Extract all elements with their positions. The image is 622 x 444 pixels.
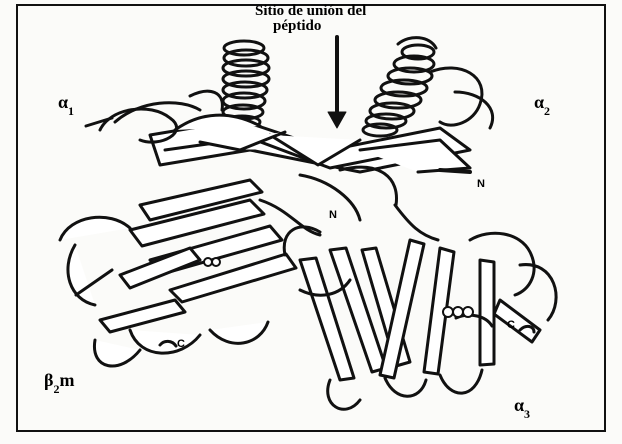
annotation-line2: péptido: [273, 18, 321, 35]
alpha3-domain: [300, 240, 540, 380]
alpha2-symbol: α: [534, 92, 544, 112]
c-terminus-left: C: [177, 338, 185, 350]
beta2m-suffix: m: [59, 370, 74, 390]
alpha2-label: α2: [534, 92, 550, 117]
alpha3-subscript: 3: [524, 407, 530, 421]
alpha3-symbol: α: [514, 395, 524, 415]
beta2m-label: β2m: [44, 370, 74, 395]
beta-sheet-platform: [150, 115, 470, 172]
beta2m-subscript: 2: [53, 382, 59, 396]
c-terminus-right: C: [507, 319, 515, 331]
alpha2-helix: [363, 45, 434, 136]
alpha1-label: α1: [58, 92, 74, 117]
binding-site-arrow: [328, 37, 346, 128]
alpha3-label: α3: [514, 395, 530, 420]
n-terminus-upper: N: [477, 178, 485, 190]
connecting-loops: [260, 167, 438, 240]
n-terminus-middle: N: [329, 209, 337, 221]
alpha1-symbol: α: [58, 92, 68, 112]
alpha1-subscript: 1: [68, 104, 74, 118]
alpha2-subscript: 2: [544, 104, 550, 118]
